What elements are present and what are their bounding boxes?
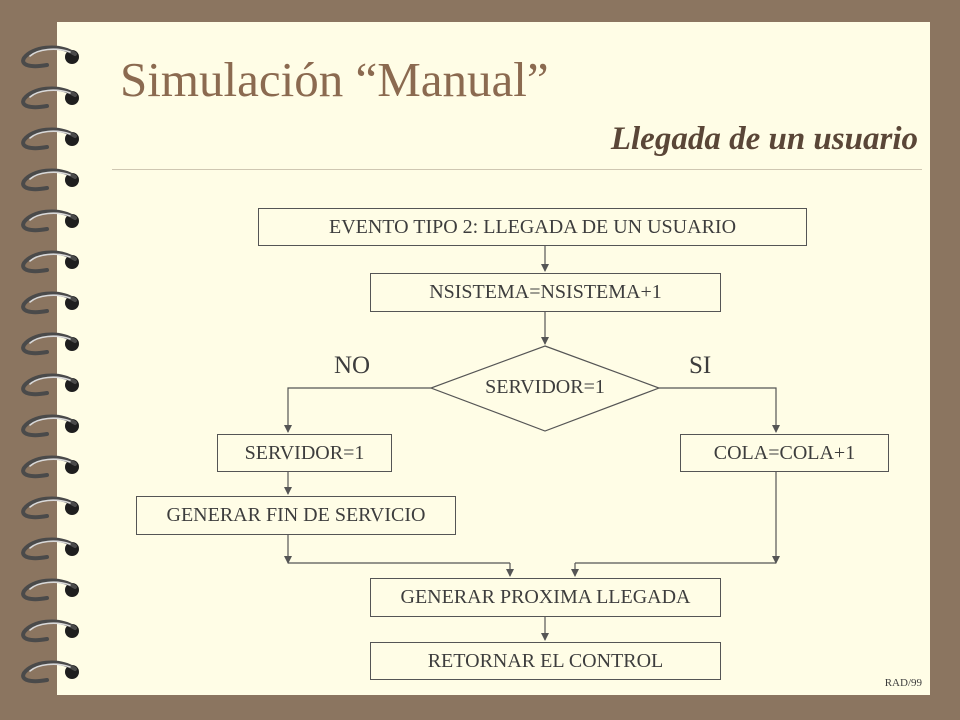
spiral-ring <box>21 619 79 643</box>
spiral-ring <box>21 455 79 479</box>
spiral-ring <box>21 45 79 69</box>
yes-branch-label: SI <box>689 352 712 379</box>
spiral-ring <box>21 496 79 520</box>
spiral-ring <box>21 578 79 602</box>
generate-next-arrival-box: GENERAR PROXIMA LLEGADA <box>370 578 721 617</box>
spiral-ring <box>21 373 79 397</box>
spiral-ring <box>21 660 79 684</box>
spiral-ring <box>21 537 79 561</box>
nsistema-increment-box: NSISTEMA=NSISTEMA+1 <box>370 273 721 312</box>
spiral-ring <box>21 332 79 356</box>
return-control-box: RETORNAR EL CONTROL <box>370 642 721 680</box>
slide-subtitle: Llegada de un usuario <box>610 121 918 157</box>
decision-label: SERVIDOR=1 <box>485 376 605 398</box>
arrow-decision-no <box>284 387 431 433</box>
server-assignment-box: SERVIDOR=1 <box>217 434 392 472</box>
spiral-ring <box>21 168 79 192</box>
spiral-ring <box>21 291 79 315</box>
spiral-ring <box>21 209 79 233</box>
arrow-decision-yes <box>659 387 780 433</box>
decision-diamond <box>429 345 661 432</box>
spiral-ring <box>21 127 79 151</box>
slide-title: Simulación “Manual” <box>120 52 549 107</box>
spiral-ring <box>21 250 79 274</box>
no-branch-label: NO <box>334 352 371 379</box>
spiral-binding <box>21 45 79 684</box>
start-event-box: EVENTO TIPO 2: LLEGADA DE UN USUARIO <box>258 208 807 246</box>
spiral-ring <box>21 86 79 110</box>
footer-code: RAD/99 <box>884 677 922 689</box>
queue-increment-box: COLA=COLA+1 <box>680 434 889 472</box>
spiral-ring <box>21 414 79 438</box>
generate-service-end-box: GENERAR FIN DE SERVICIO <box>136 496 456 535</box>
title-divider <box>112 169 922 170</box>
